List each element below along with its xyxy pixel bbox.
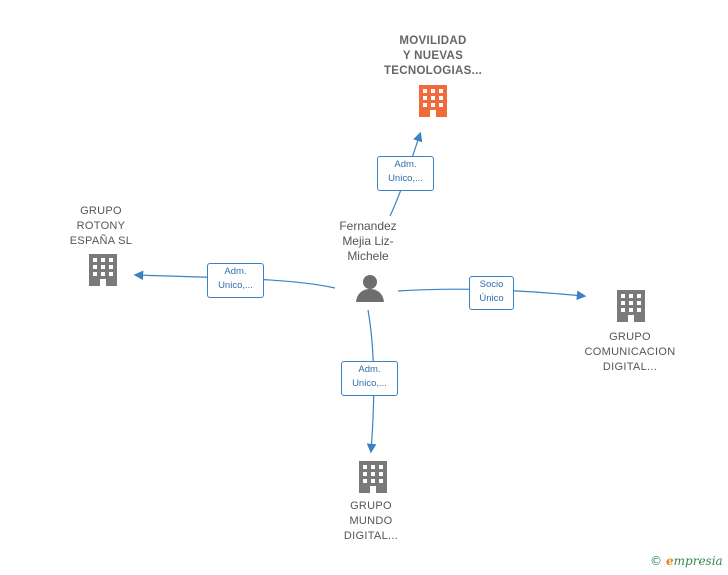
building-icon-right[interactable] bbox=[617, 290, 645, 322]
relation-badge-left[interactable]: Adm. Unico,... bbox=[207, 263, 264, 298]
relation-badge-top[interactable]: Adm. Unico,... bbox=[377, 156, 434, 191]
brand-initial: e bbox=[666, 554, 674, 568]
building-icon-bottom[interactable] bbox=[359, 461, 387, 493]
brand-name: mpresia bbox=[673, 554, 723, 568]
person-name[interactable]: Fernandez Mejia Liz- Michele bbox=[339, 219, 397, 263]
company-label-right[interactable]: GRUPO COMUNICACION DIGITAL... bbox=[584, 331, 676, 373]
copyright-icon: © bbox=[650, 554, 662, 568]
building-icon-left[interactable] bbox=[89, 254, 117, 286]
company-label-bottom[interactable]: GRUPO MUNDO DIGITAL... bbox=[343, 500, 399, 542]
company-label-top[interactable]: MOVILIDAD Y NUEVAS TECNOLOGIAS... bbox=[383, 35, 483, 77]
company-label-left[interactable]: GRUPO ROTONY ESPAÑA SL bbox=[69, 205, 133, 247]
brand-footer: © empresia bbox=[650, 554, 723, 568]
relation-badge-right[interactable]: Socio Único bbox=[469, 276, 514, 310]
person-icon[interactable] bbox=[356, 275, 384, 302]
relation-badge-bottom[interactable]: Adm. Unico,... bbox=[341, 361, 398, 396]
building-icon-top[interactable] bbox=[419, 85, 447, 117]
